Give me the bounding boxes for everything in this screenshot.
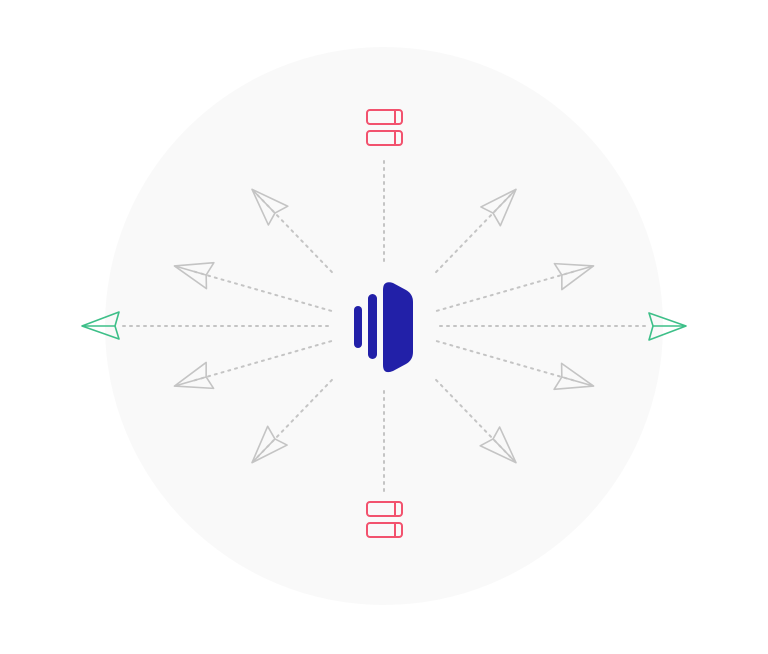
paper-plane-icon (553, 362, 595, 391)
paper-plane-icon (479, 426, 517, 464)
server-icon (366, 109, 403, 146)
connectors (119, 155, 649, 497)
connector-line (190, 340, 333, 383)
paper-plane-icon (553, 262, 595, 291)
connector-line (190, 269, 333, 312)
connector-line (435, 340, 578, 383)
broadcast-hub-icon (354, 282, 413, 373)
paper-plane-icon (251, 188, 289, 226)
paper-plane-icon (480, 188, 517, 227)
paper-plane-icon (173, 361, 215, 390)
connector-line (435, 269, 578, 312)
paper-plane-icon (251, 425, 288, 464)
server-icon (366, 501, 403, 538)
paper-plane-icon (173, 261, 215, 290)
paper-plane-icon (81, 311, 120, 340)
paper-plane-icon (648, 312, 687, 341)
nodes (81, 109, 687, 538)
